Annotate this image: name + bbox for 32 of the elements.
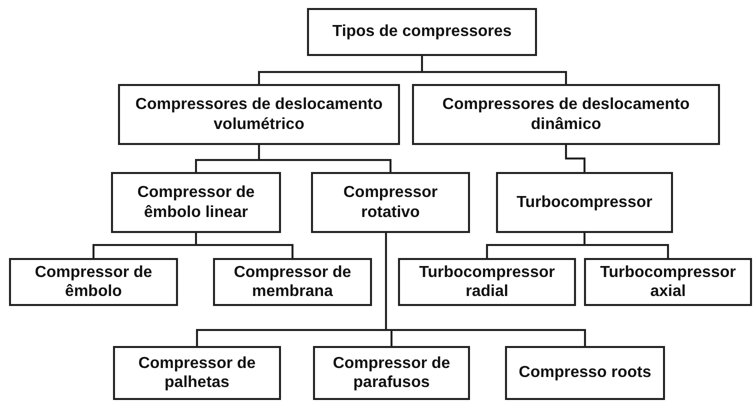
connector-line [258, 145, 392, 172]
category-box [307, 8, 537, 56]
category-box [118, 84, 400, 145]
category-box [398, 258, 576, 306]
node-label: Tipos de compressores [332, 22, 512, 42]
node-label: Compressor de êmbolo linear [136, 183, 256, 222]
category-box [313, 346, 470, 400]
category-box [9, 258, 178, 306]
node-label: Turbocompressor radial [418, 262, 556, 302]
node-label: Compressor de parafusos [332, 354, 452, 392]
node-label: Turbocompressor axial [599, 262, 737, 302]
node-label: Compressores de deslocamento dinâmico [441, 95, 691, 134]
node-label: Compressor de êmbolo [34, 262, 154, 302]
connector-line [565, 145, 586, 172]
node-label: Turbocompressor [516, 192, 652, 212]
category-box [311, 172, 470, 233]
category-box [111, 172, 281, 233]
connector-line [195, 233, 294, 258]
category-box [584, 258, 752, 306]
connector-line [385, 233, 586, 346]
node-label: Compresso roots [518, 363, 652, 383]
node-label: Compressor de membrana [232, 262, 352, 302]
category-box [412, 84, 720, 145]
connector-line [584, 233, 669, 258]
category-box [113, 346, 281, 400]
connector-line [421, 56, 567, 84]
category-box [505, 346, 665, 400]
node-label: Compressor rotativo [342, 183, 439, 222]
node-label: Compressor de palhetas [137, 354, 257, 392]
category-box [496, 172, 673, 233]
node-label: Compressores de deslocamento volumétrico [134, 95, 384, 134]
category-box [213, 258, 372, 306]
